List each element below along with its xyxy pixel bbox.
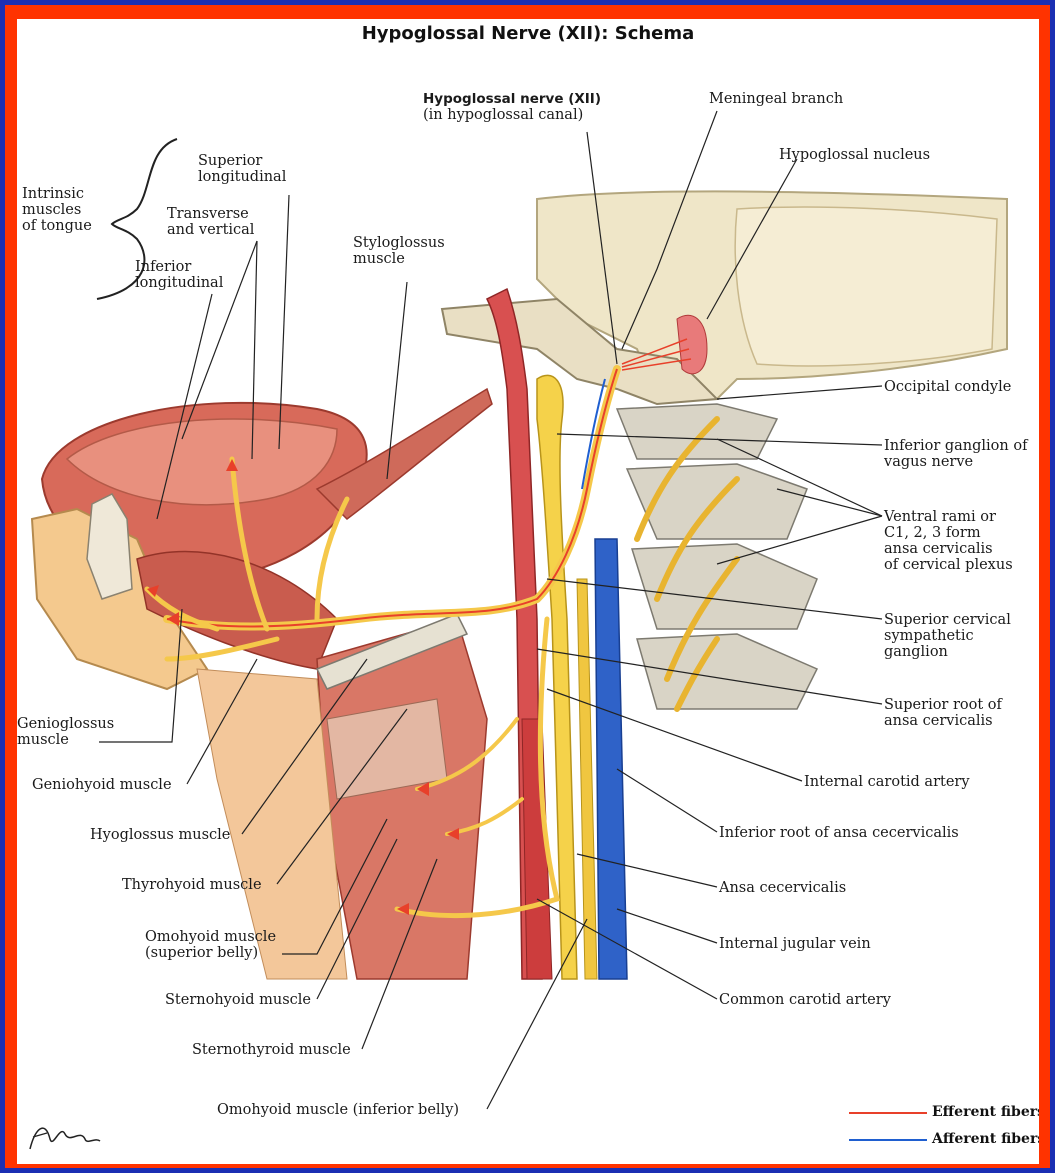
label-occipital-condyle: Occipital condyle [884,379,1011,395]
hypoglossal-canal-label: (in hypoglossal canal) [423,107,601,123]
label-thyrohyoid: Thyrohyoid muscle [122,877,262,893]
cerebellum-folia [735,207,997,366]
label-meningeal-branch: Meningeal branch [709,91,843,107]
figure-panel: Hypoglossal Nerve (XII): Schema [17,19,1039,1164]
label-styloglossus: Styloglossus muscle [353,235,445,267]
label-sternothyroid: Sternothyroid muscle [192,1042,351,1058]
internal-jugular-vein [595,539,627,979]
label-hypoglossal-nucleus: Hypoglossal nucleus [779,147,930,163]
label-ventral-rami: Ventral rami or C1, 2, 3 form ansa cervi… [884,509,1013,573]
efferent-legend-label: Efferent fibers [932,1104,1039,1120]
label-transverse-vertical: Transverse and vertical [167,206,254,238]
label-omohyoid-superior: Omohyoid muscle (superior belly) [145,929,276,961]
label-inferior-longitudinal: Inferior longitudinal [135,259,223,291]
hypoglossal-nerve-label: Hypoglossal nerve (XII) [423,91,601,107]
label-genioglossus: Genioglossus muscle [17,716,114,748]
label-inferior-ganglion: Inferior ganglion of vagus nerve [884,438,1027,470]
label-intrinsic-muscles: Intrinsic muscles of tongue [22,186,92,234]
label-sternohyoid: Sternohyoid muscle [165,992,311,1008]
label-omohyoid-inferior: Omohyoid muscle (inferior belly) [217,1102,459,1118]
label-ansa: Ansa cecervicalis [719,880,846,896]
label-internal-carotid: Internal carotid artery [804,774,970,790]
label-common-carotid: Common carotid artery [719,992,891,1008]
netter-signature-icon [25,1109,105,1159]
label-hyoglossus: Hyoglossus muscle [90,827,230,843]
afferent-legend-label: Afferent fibers [932,1131,1039,1147]
label-superior-root: Superior root of ansa cervicalis [884,697,1002,729]
label-superior-cervical: Superior cervical sympathetic ganglion [884,612,1011,660]
afferent-legend-line [849,1139,927,1141]
label-inferior-root: Inferior root of ansa cecervicalis [719,825,959,841]
label-internal-jugular: Internal jugular vein [719,936,871,952]
cervical-vertebrae [617,404,817,709]
efferent-legend-line [849,1112,927,1114]
label-hypoglossal-nerve: Hypoglossal nerve (XII) (in hypoglossal … [423,91,601,123]
label-geniohyoid: Geniohyoid muscle [32,777,172,793]
label-superior-longitudinal: Superior longitudinal [198,153,286,185]
